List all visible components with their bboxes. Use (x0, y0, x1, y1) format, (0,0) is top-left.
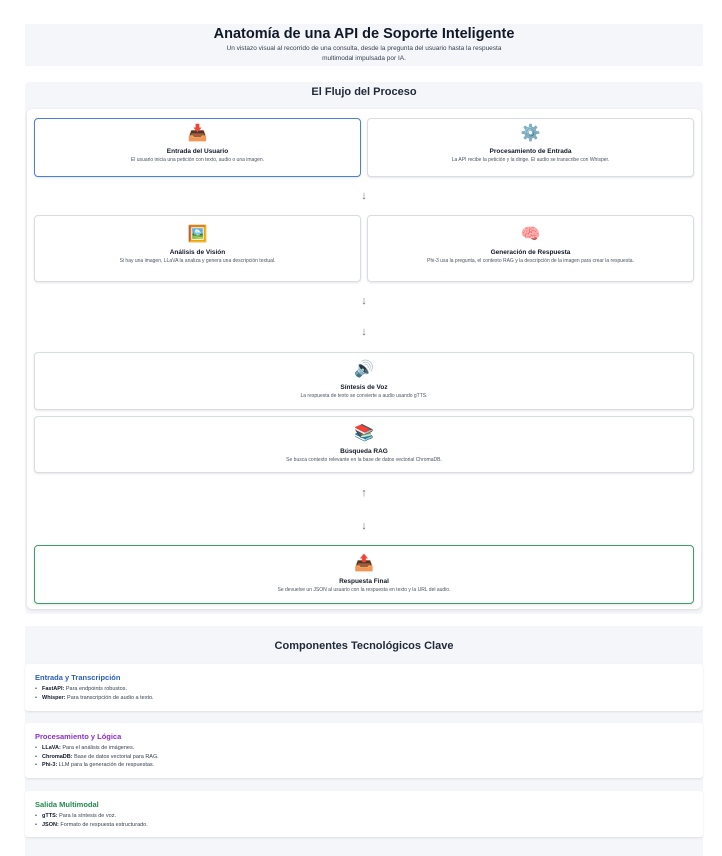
flow-arrow: ↓ (361, 295, 367, 307)
node-user-input: 📥 Entrada del Usuario El usuario inicia … (34, 118, 361, 177)
node-description: El usuario inicia una petición con texto… (130, 157, 265, 163)
node-final-response: 📤 Respuesta Final Se devuelve un JSON al… (34, 545, 694, 604)
node-title: Procesamiento de Entrada (489, 148, 572, 155)
component-item: Whisper: Para transcripción de audio a t… (35, 694, 703, 703)
page-header: Anatomía de una API de Soporte Inteligen… (25, 24, 703, 66)
brain-icon: 🧠 (520, 226, 541, 243)
component-group-processing: Procesamiento y Lógica LLaVA: Para el an… (25, 723, 703, 778)
components-title: Componentes Tecnológicos Clave (274, 640, 454, 652)
node-description: Phi-3 usa la pregunta, el contexto RAG y… (427, 258, 634, 264)
node-title: Síntesis de Voz (340, 384, 388, 391)
component-item: LLaVA: Para el análisis de imágenes. (35, 744, 703, 753)
component-list: gTTS: Para la síntesis de voz. JSON: For… (35, 812, 703, 829)
inbox-tray-icon: 📥 (187, 125, 208, 142)
node-description: La respuesta de texto se convierte a aud… (300, 393, 428, 399)
node-speech-synthesis: 🔊 Síntesis de Voz La respuesta de texto … (34, 352, 694, 410)
process-flow-section: El Flujo del Proceso 📥 Entrada del Usuar… (25, 82, 703, 614)
outbox-tray-icon: 📤 (354, 555, 374, 572)
component-item: ChromaDB: Base de datos vectorial para R… (35, 753, 703, 762)
page-title: Anatomía de una API de Soporte Inteligen… (213, 26, 515, 42)
node-description: Si hay una imagen, LLaVA la analiza y ge… (119, 258, 276, 264)
component-group-title: Procesamiento y Lógica (35, 732, 122, 741)
component-item: Phi-3: LLM para la generación de respues… (35, 761, 703, 770)
node-title: Análisis de Visión (169, 249, 226, 256)
node-title: Entrada del Usuario (166, 148, 229, 155)
component-group-title: Salida Multimodal (35, 800, 99, 809)
flow-arrow: ↓ (361, 190, 367, 202)
flow-arrow: ↓ (361, 326, 367, 338)
flow-arrow: ↓ (361, 520, 367, 532)
component-group-output: Salida Multimodal gTTS: Para la síntesis… (25, 791, 703, 837)
component-item: FastAPI: Para endpoints robustos. (35, 685, 703, 694)
node-title: Respuesta Final (339, 578, 389, 585)
process-flow-title: El Flujo del Proceso (311, 86, 417, 98)
component-list: LLaVA: Para el análisis de imágenes. Chr… (35, 744, 703, 770)
node-description: Se devuelve un JSON al usuario con la re… (277, 587, 451, 593)
gear-icon: ⚙️ (520, 125, 541, 142)
component-item: JSON: Formato de respuesta estructurado. (35, 821, 703, 830)
node-rag-search: 📚 Búsqueda RAG Se busca contexto relevan… (34, 416, 694, 473)
component-group-input: Entrada y Transcripción FastAPI: Para en… (25, 664, 703, 711)
speaker-icon: 🔊 (354, 361, 374, 378)
node-description: Se busca contexto relevante en la base d… (286, 457, 442, 463)
node-vision-analysis: 🖼️ Análisis de Visión Si hay una imagen,… (34, 215, 361, 282)
component-list: FastAPI: Para endpoints robustos. Whispe… (35, 685, 703, 702)
flow-arrow: ↑ (361, 487, 367, 499)
component-group-title: Entrada y Transcripción (35, 673, 121, 682)
node-description: La API recibe la petición y la dirige. E… (451, 157, 610, 163)
node-title: Búsqueda RAG (340, 448, 388, 455)
component-item: gTTS: Para la síntesis de voz. (35, 812, 703, 821)
node-input-processing: ⚙️ Procesamiento de Entrada La API recib… (367, 118, 694, 177)
process-flow-diagram: 📥 Entrada del Usuario El usuario inicia … (27, 109, 701, 609)
node-title: Generación de Respuesta (490, 249, 571, 256)
books-icon: 📚 (354, 425, 374, 442)
page-subtitle: Un vistazo visual al recorrido de una co… (226, 45, 502, 62)
node-response-generation: 🧠 Generación de Respuesta Phi-3 usa la p… (367, 215, 694, 282)
framed-picture-icon: 🖼️ (187, 226, 208, 243)
